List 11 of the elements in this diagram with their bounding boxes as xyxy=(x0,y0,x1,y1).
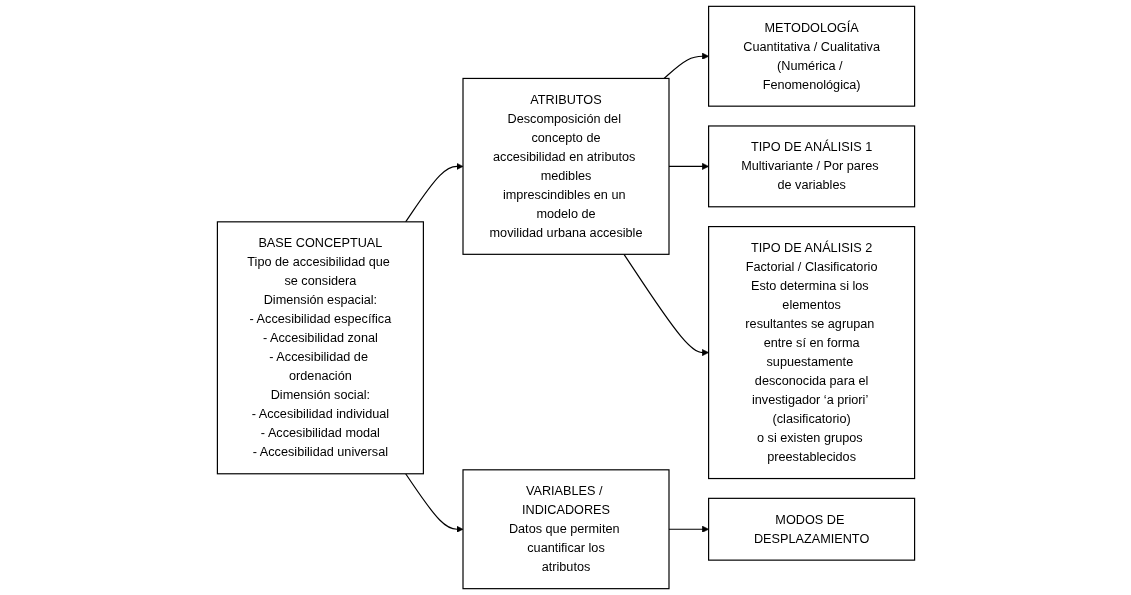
node-box: METODOLOGÍA Cuantitativa / Cualitativa (Numérica / Fenomenológica) xyxy=(707,5,915,107)
arrow xyxy=(662,52,709,80)
node-box: MODOS DE DESPLAZAMIENTO xyxy=(707,497,915,561)
arrow xyxy=(404,162,463,223)
arrow xyxy=(404,473,463,533)
node-box: VARIABLES / INDICADORES Datos que permiten cuantificar los atributos xyxy=(461,469,670,590)
arrow xyxy=(622,253,709,357)
node-box: TIPO DE ANÁLISIS 2 Factorial / Clasificatorio Esto determina si los elementos resultantes se agrupan entre sí en forma supuestamente desconocida para el investigador ‘a priori’ (clasificatorio) o si existen grupos preestablecidos xyxy=(707,226,915,480)
node-box: TIPO DE ANÁLISIS 1 Multivariante / Por pares de variables xyxy=(707,125,915,208)
node-box: ATRIBUTOS Descomposición del concepto de accesibilidad en atributos medibles imprescindibles en un modelo de movilidad urbana accesible xyxy=(461,77,670,255)
node-box: BASE CONCEPTUAL Tipo de accesibilidad que se considera Dimensión espacial: - Accesibilidad específica - Accesibilidad zonal - Accesibilidad de ordenación Dimensión social: - Accesibilidad individual - Accesibilidad modal - Accesibilidad universal xyxy=(216,221,424,475)
